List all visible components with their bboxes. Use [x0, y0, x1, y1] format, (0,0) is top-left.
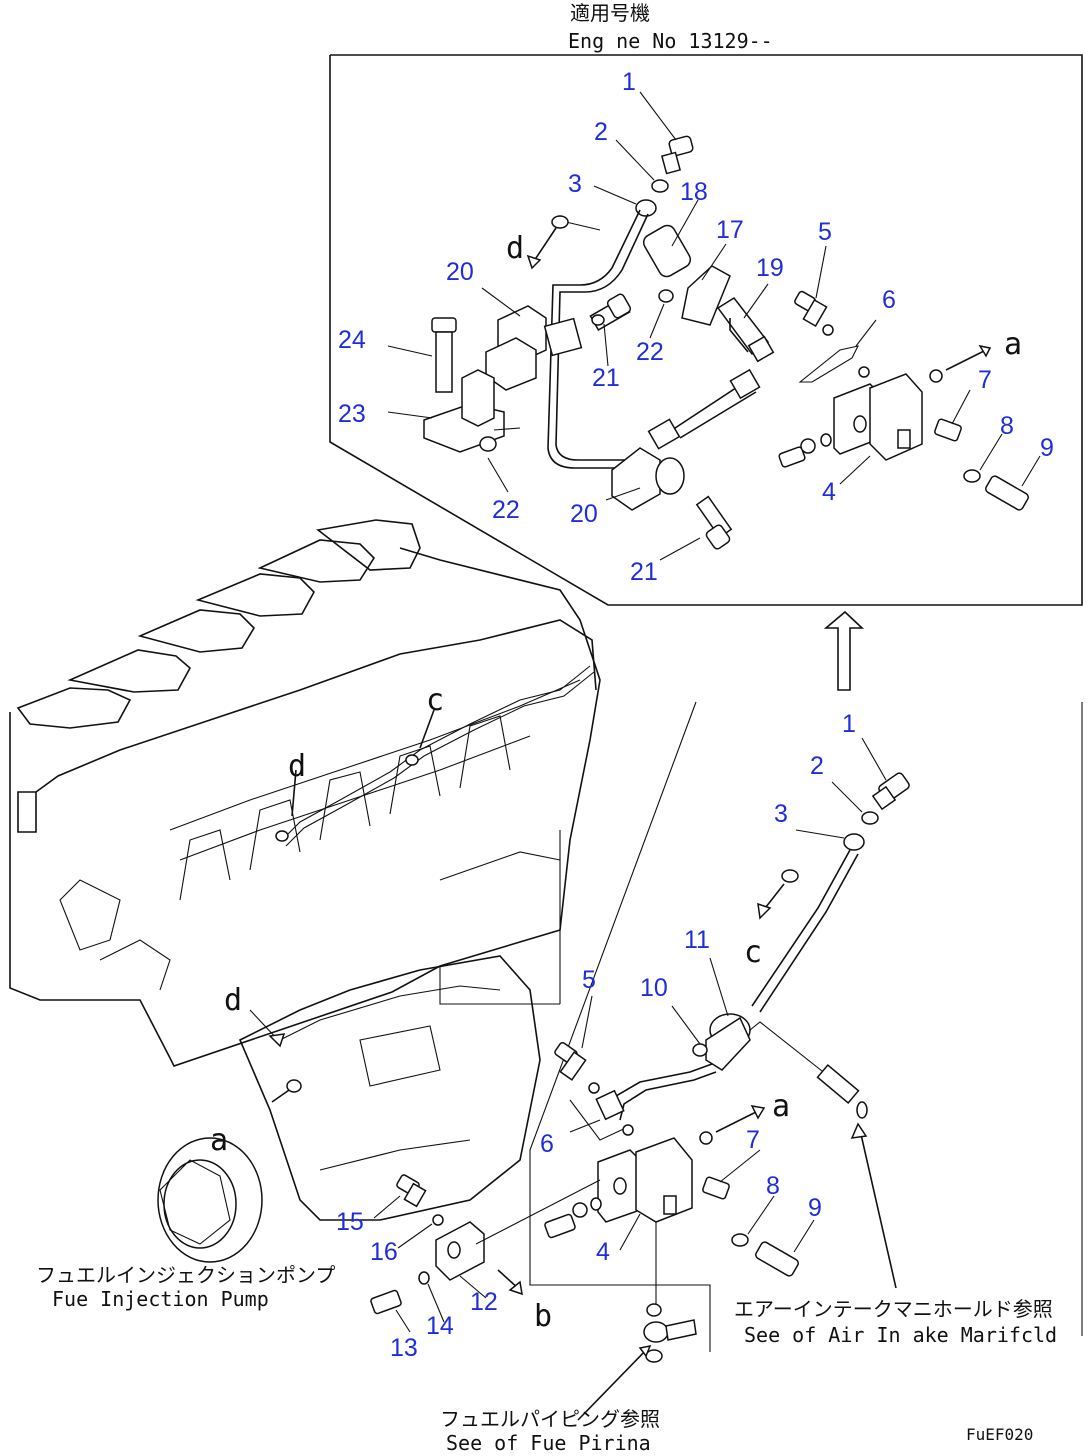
letter-b-lower: b — [534, 1299, 552, 1334]
callout-l-5: 5 — [582, 966, 596, 994]
lower-callouts: 1 2 3 11 10 5 6 7 8 9 4 15 16 12 13 14 — [336, 710, 856, 1362]
letter-a-upper: a — [1004, 327, 1022, 362]
reference-letters: d a c d d a c a b — [210, 231, 1022, 1334]
lower-leaders — [373, 737, 887, 1333]
upper-callouts: 1 2 3 18 17 5 19 6 20 24 21 22 23 22 20 … — [338, 68, 1054, 586]
header-jp-title: 適用号機 — [570, 1, 650, 25]
fuel-injection-pump — [157, 955, 541, 1263]
letter-c-block: c — [426, 683, 444, 718]
callout-l-9: 9 — [808, 1194, 822, 1222]
callout-l-14: 14 — [426, 1312, 454, 1340]
fuel-piping-note-en: See of Fue Pirina — [446, 1431, 651, 1455]
upper-leaders — [387, 91, 1041, 561]
letter-d-pump: d — [224, 983, 242, 1018]
callout-u-21b: 21 — [630, 558, 658, 586]
callout-l-10: 10 — [640, 974, 668, 1002]
callout-u-22a: 22 — [636, 338, 664, 366]
fuel-pump-note-en: Fue Injection Pump — [52, 1287, 269, 1311]
callout-u-9: 9 — [1040, 434, 1054, 462]
callout-l-8: 8 — [766, 1172, 780, 1200]
upper-parts — [423, 135, 1029, 550]
callout-u-22b: 22 — [492, 496, 520, 524]
callout-u-23: 23 — [338, 400, 366, 428]
letter-d-upper: d — [506, 231, 524, 266]
callout-u-17: 17 — [716, 216, 744, 244]
callout-u-1: 1 — [622, 68, 636, 96]
air-intake-note-jp: エアーインテークマニホールド参照 — [734, 1297, 1053, 1321]
detail-up-arrow — [823, 610, 865, 691]
callout-l-11: 11 — [684, 926, 710, 954]
callout-l-1: 1 — [842, 710, 856, 738]
divider-lines — [529, 701, 711, 1352]
callout-u-2: 2 — [594, 118, 608, 146]
callout-u-4: 4 — [822, 478, 836, 506]
letter-a-pump: a — [210, 1123, 228, 1158]
callout-l-4: 4 — [596, 1238, 610, 1266]
callout-u-20a: 20 — [446, 258, 474, 286]
callout-u-7: 7 — [978, 366, 992, 394]
callout-l-3: 3 — [774, 800, 788, 828]
letter-a-lower: a — [772, 1089, 790, 1124]
callout-l-15: 15 — [336, 1208, 364, 1236]
callout-u-8: 8 — [1000, 412, 1014, 440]
fuel-pump-note-jp: フュエルインジェクションポンプ — [36, 1263, 335, 1287]
fuel-piping-note-jp: フュエルパイピング参照 — [440, 1407, 660, 1431]
lower-parts — [370, 772, 910, 1421]
callout-u-19: 19 — [756, 254, 784, 282]
header-engine-no: Eng ne No 13129-- — [568, 29, 773, 53]
callout-u-5: 5 — [818, 218, 832, 246]
letter-d-block: d — [288, 749, 306, 784]
air-intake-note-en: See of Air In ake Marifcld — [744, 1323, 1057, 1347]
callout-u-24: 24 — [338, 326, 366, 354]
callout-l-12: 12 — [470, 1288, 498, 1316]
callout-l-7: 7 — [746, 1126, 760, 1154]
detail-frame — [329, 54, 1083, 606]
callout-l-6: 6 — [540, 1130, 554, 1158]
letter-c-lower: c — [744, 935, 762, 970]
callout-u-6: 6 — [882, 286, 896, 314]
callout-u-21a: 21 — [592, 364, 620, 392]
callout-l-13: 13 — [390, 1334, 418, 1362]
callout-u-20b: 20 — [570, 500, 598, 528]
callout-u-3: 3 — [568, 170, 582, 198]
drawing-code: FuEF020 — [966, 1425, 1033, 1444]
engine-block — [9, 519, 601, 1067]
callout-l-16: 16 — [370, 1238, 398, 1266]
callout-l-2: 2 — [810, 752, 824, 780]
callout-u-18: 18 — [680, 178, 708, 206]
